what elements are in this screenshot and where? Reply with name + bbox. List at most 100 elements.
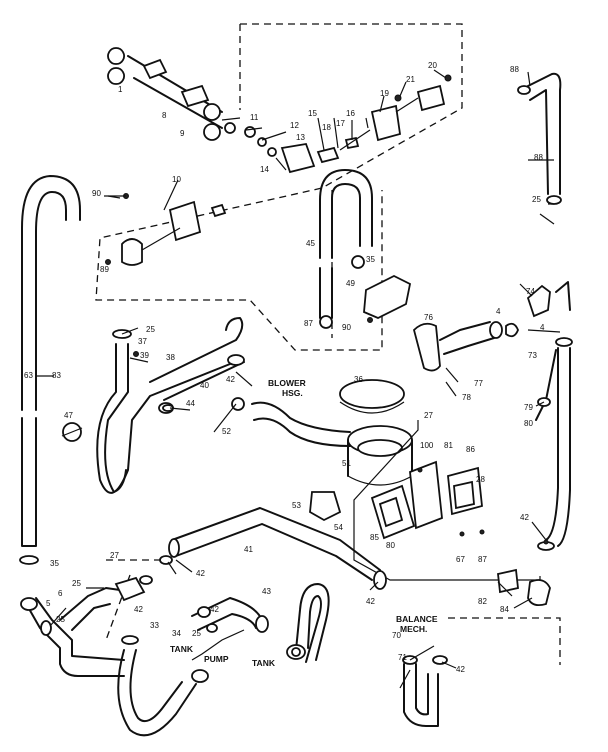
label-10: 10 xyxy=(172,175,181,184)
balance-hose xyxy=(402,655,448,727)
label-84: 84 xyxy=(500,605,509,614)
label-25a: 25 xyxy=(146,325,155,334)
label-42a: 42 xyxy=(226,375,235,384)
label-34: 34 xyxy=(172,629,181,638)
label-51: 51 xyxy=(342,459,351,468)
label-42e: 42 xyxy=(210,605,219,614)
label-67: 67 xyxy=(456,555,465,564)
label-49: 49 xyxy=(346,279,355,288)
label-13: 13 xyxy=(296,133,305,142)
label-21: 21 xyxy=(406,75,415,84)
label-90b: 90 xyxy=(342,323,351,332)
balance-label-1: BALANCE xyxy=(396,614,438,624)
label-87b: 87 xyxy=(478,555,487,564)
label-20: 20 xyxy=(428,61,437,70)
label-77: 77 xyxy=(474,379,483,388)
label-28: 28 xyxy=(476,475,485,484)
label-4a: 4 xyxy=(496,307,501,316)
tank-pump-label-1: TANK xyxy=(170,644,194,654)
tank-pump-label-2: PUMP xyxy=(204,654,229,664)
label-35c: 25 xyxy=(532,195,541,204)
label-16: 16 xyxy=(346,109,355,118)
tank-pump-hose xyxy=(117,597,269,737)
hose-40 xyxy=(96,317,245,494)
label-1: 1 xyxy=(118,85,123,94)
label-76: 76 xyxy=(424,313,433,322)
blower-label-1: BLOWER xyxy=(268,378,306,388)
label-18: 18 xyxy=(322,123,331,132)
label-17: 17 xyxy=(336,119,345,128)
label-45: 45 xyxy=(306,239,315,248)
label-12: 12 xyxy=(290,121,299,130)
bracket-53 xyxy=(309,491,342,522)
hose-73 xyxy=(526,281,573,551)
label-35b: 35 xyxy=(50,559,59,568)
hose-63 xyxy=(19,175,81,565)
label-42d: 42 xyxy=(134,605,143,614)
label-71: 71 xyxy=(398,653,407,662)
label-73: 73 xyxy=(528,351,537,360)
label-41: 41 xyxy=(244,545,253,554)
label-79: 79 xyxy=(524,403,533,412)
label-6: 6 xyxy=(58,589,63,598)
label-54: 54 xyxy=(334,523,343,532)
hose-lower-left xyxy=(20,575,153,677)
label-42g: 42 xyxy=(456,665,465,674)
label-80: 80 xyxy=(386,541,395,550)
label-88a: 88 xyxy=(510,65,519,74)
label-27b: 27 xyxy=(110,551,119,560)
label-90a: 90 xyxy=(92,189,101,198)
label-88b: 88 xyxy=(534,153,543,162)
label-63: 63 xyxy=(24,371,33,380)
label-36: 36 xyxy=(354,375,363,384)
callout-text: BLOWER HSG. BALANCE MECH. TANK PUMP TANK xyxy=(170,378,438,668)
label-78: 78 xyxy=(462,393,471,402)
assembly-boundaries xyxy=(95,23,561,665)
label-39: 39 xyxy=(140,351,149,360)
label-11: 11 xyxy=(250,113,259,122)
label-86: 86 xyxy=(466,445,475,454)
hose-41 xyxy=(159,507,387,590)
control-assembly xyxy=(353,420,541,581)
label-83: 83 xyxy=(52,371,61,380)
balance-label-2: MECH. xyxy=(400,624,427,634)
hose-45 xyxy=(319,169,373,319)
label-87a: 87 xyxy=(304,319,313,328)
part-labels: 1 8 9 11 12 13 14 15 16 17 18 19 21 20 1… xyxy=(24,61,545,674)
label-4b: 4 xyxy=(540,323,545,332)
label-25d: 25 xyxy=(192,629,201,638)
blower-housing xyxy=(231,379,413,486)
hose-43 xyxy=(286,583,330,663)
label-15: 15 xyxy=(308,109,317,118)
label-9: 9 xyxy=(180,129,185,138)
label-100: 100 xyxy=(420,441,434,450)
bracket-82 xyxy=(497,568,551,607)
label-47: 47 xyxy=(64,411,73,420)
blower-label-2: HSG. xyxy=(282,388,303,398)
bracket-49 xyxy=(319,255,412,329)
label-37: 37 xyxy=(138,337,147,346)
clamps xyxy=(61,351,551,545)
fitting-76 xyxy=(412,321,519,372)
label-27: 27 xyxy=(424,411,433,420)
label-38: 38 xyxy=(166,353,175,362)
label-43: 43 xyxy=(262,587,271,596)
label-5: 5 xyxy=(46,599,51,608)
label-8: 8 xyxy=(162,111,167,120)
label-14: 14 xyxy=(260,165,269,174)
label-19: 19 xyxy=(380,89,389,98)
label-53: 53 xyxy=(292,501,301,510)
label-33: 33 xyxy=(150,621,159,630)
hose-88 xyxy=(517,72,562,205)
label-52: 52 xyxy=(222,427,231,436)
label-85: 85 xyxy=(370,533,379,542)
label-74: 74 xyxy=(526,287,535,296)
label-82: 82 xyxy=(478,597,487,606)
label-81: 81 xyxy=(444,441,453,450)
valve-assembly xyxy=(104,47,452,266)
label-42b: 42 xyxy=(196,569,205,578)
label-35a: 35 xyxy=(366,255,375,264)
tank-label: TANK xyxy=(252,658,276,668)
leader-lines xyxy=(36,69,561,689)
